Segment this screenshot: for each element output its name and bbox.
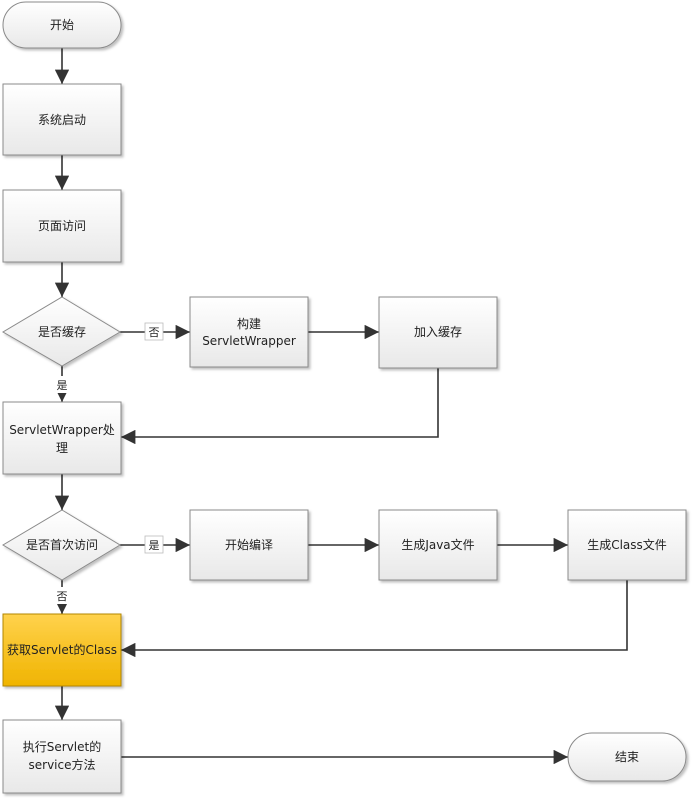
- end-terminal: 结束: [567, 732, 687, 782]
- wrapper-process-box: ServletWrapper处 理: [2, 401, 122, 475]
- label-cached-yes: 是: [57, 379, 68, 392]
- gen-class-box: 生成Class文件: [567, 509, 687, 581]
- start-compile-box: 开始编译: [189, 509, 309, 581]
- start-compile-label: 开始编译: [225, 537, 273, 552]
- system-boot-box: 系统启动: [2, 83, 122, 156]
- wrapper-process-label-line2: 理: [56, 441, 68, 455]
- gen-class-label: 生成Class文件: [587, 537, 667, 552]
- exec-service-label-line1: 执行Servlet的: [23, 739, 101, 754]
- exec-service-box: 执行Servlet的 service方法: [2, 719, 122, 794]
- label-first-no: 否: [57, 590, 68, 603]
- system-boot-label: 系统启动: [38, 113, 86, 127]
- label-cached-no: 否: [149, 326, 160, 339]
- start-label: 开始: [50, 18, 74, 32]
- build-wrapper-label-line2: ServletWrapper: [202, 334, 296, 348]
- wrapper-process-label-line1: ServletWrapper处: [9, 423, 115, 437]
- is-cached-label: 是否缓存: [38, 325, 86, 339]
- add-cache-box: 加入缓存: [378, 296, 498, 369]
- label-first-yes: 是: [149, 539, 160, 552]
- start-terminal: 开始: [2, 1, 122, 49]
- build-wrapper-label-line1: 构建: [237, 316, 261, 331]
- page-visit-box: 页面访问: [2, 189, 122, 263]
- get-class-label: 获取Servlet的Class: [7, 642, 117, 657]
- page-visit-label: 页面访问: [38, 219, 86, 233]
- is-cached-decision: 是否缓存: [2, 296, 121, 367]
- gen-java-label: 生成Java文件: [401, 537, 474, 552]
- edges: [54, 48, 628, 765]
- edge-labels: 否 是 是 否: [53, 322, 164, 604]
- is-first-visit-label: 是否首次访问: [26, 538, 98, 552]
- build-wrapper-box: 构建 ServletWrapper: [189, 296, 309, 368]
- edge-add-to-wrapper: [121, 368, 439, 445]
- exec-service-label-line2: service方法: [29, 757, 96, 772]
- get-class-box: 获取Servlet的Class: [2, 613, 122, 687]
- edge-class-to-getclass: [121, 580, 628, 658]
- gen-java-box: 生成Java文件: [378, 509, 498, 581]
- end-label: 结束: [615, 750, 639, 764]
- is-first-visit-decision: 是否首次访问: [2, 509, 121, 581]
- add-cache-label: 加入缓存: [414, 325, 462, 339]
